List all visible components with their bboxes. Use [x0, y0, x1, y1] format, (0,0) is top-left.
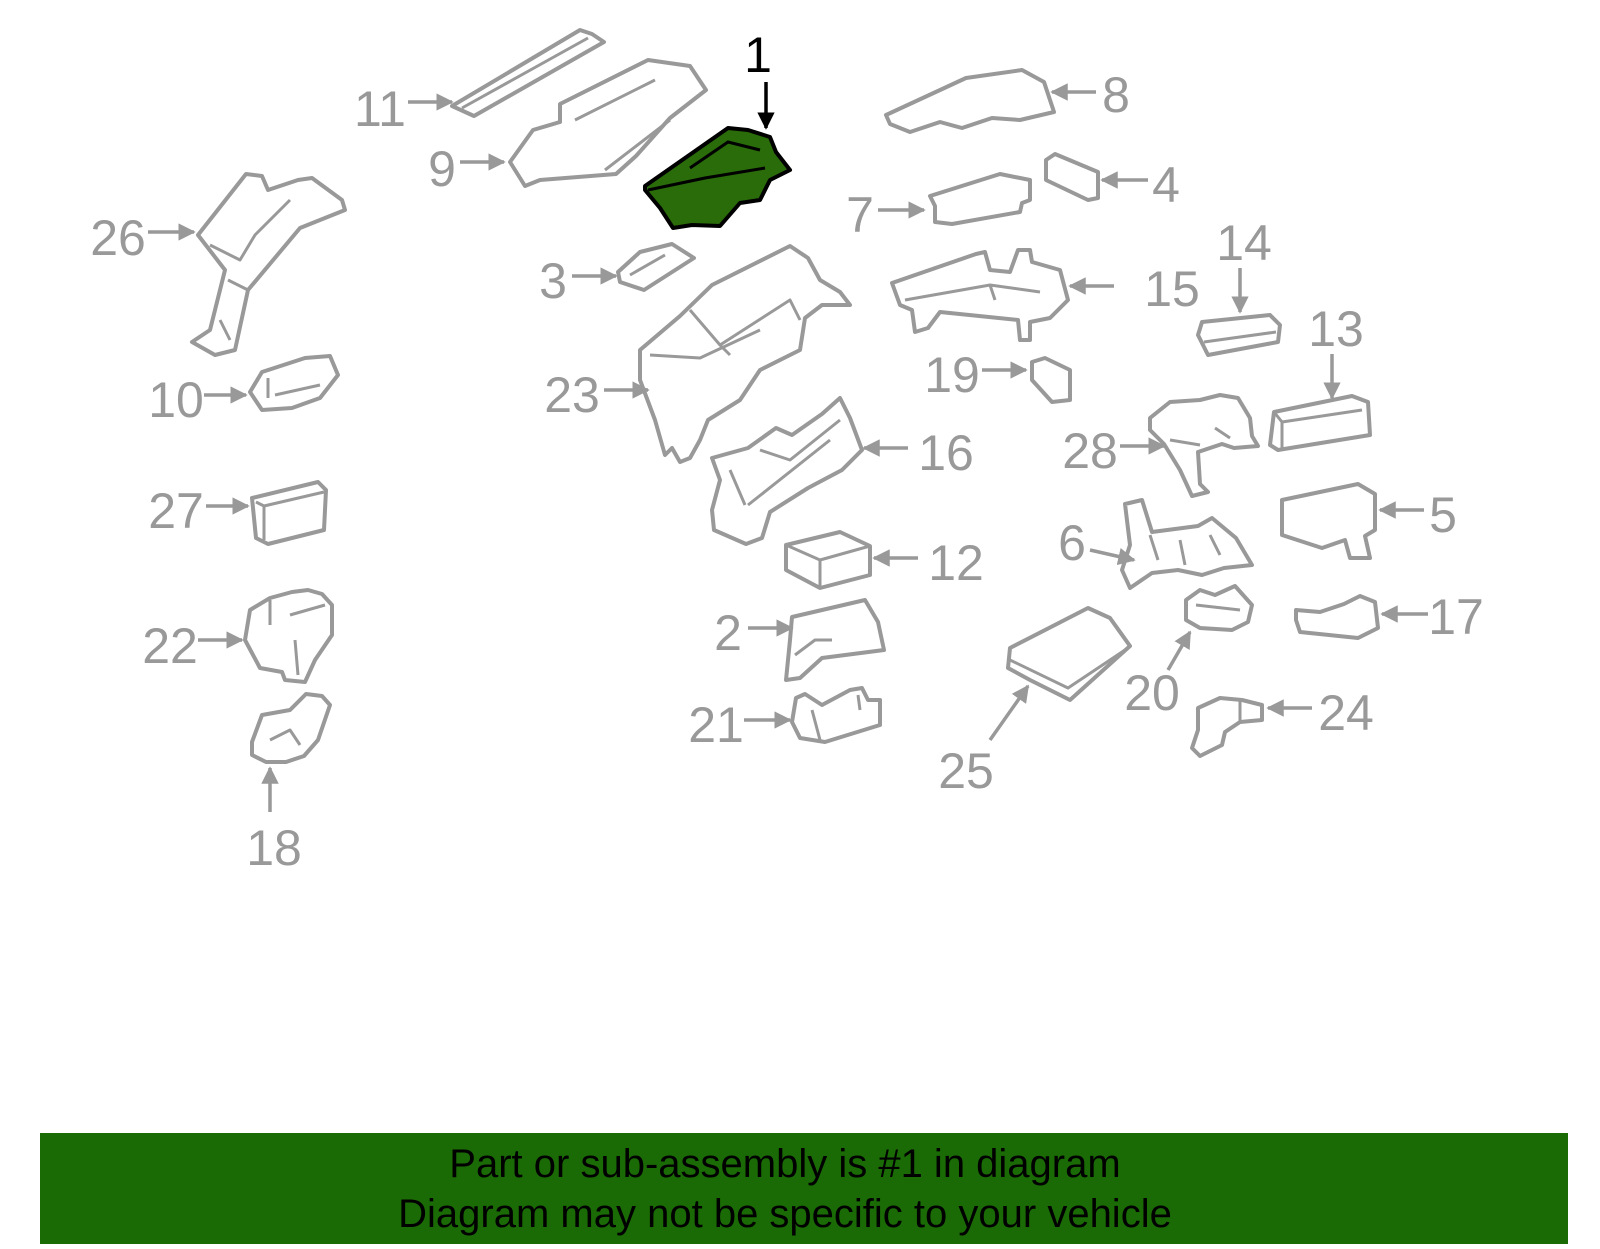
part-11[interactable]: 11 [354, 28, 606, 137]
callout-24: 24 [1318, 685, 1374, 741]
part-13[interactable]: 13 [1268, 301, 1372, 452]
part-27[interactable]: 27 [148, 480, 328, 546]
callout-6: 6 [1058, 515, 1086, 571]
callout-25: 25 [938, 743, 994, 799]
part-10[interactable]: 10 [148, 354, 340, 428]
part-15[interactable]: 15 [890, 248, 1200, 342]
part-18[interactable]: 18 [246, 692, 332, 876]
part-12[interactable]: 12 [784, 530, 984, 591]
callout-25-arrow [988, 684, 1030, 742]
banner-line-1: Part or sub-assembly is #1 in diagram [449, 1142, 1121, 1186]
callout-20: 20 [1124, 665, 1180, 721]
part-24[interactable]: 24 [1190, 685, 1374, 758]
callout-7: 7 [846, 187, 874, 243]
callout-4: 4 [1152, 157, 1180, 213]
callout-27: 27 [148, 483, 204, 539]
callout-19: 19 [924, 347, 980, 403]
callout-14: 14 [1216, 215, 1272, 271]
part-19[interactable]: 19 [924, 347, 1072, 404]
part-21[interactable]: 21 [688, 686, 882, 753]
callout-18: 18 [246, 820, 302, 876]
callout-2: 2 [714, 605, 742, 661]
callout-6-arrow [1089, 547, 1136, 566]
callout-17: 17 [1428, 589, 1484, 645]
callout-5: 5 [1429, 487, 1457, 543]
part-2[interactable]: 2 [714, 598, 886, 682]
part-20[interactable]: 20 [1124, 584, 1254, 721]
callout-20-arrow [1166, 630, 1192, 671]
callout-16: 16 [918, 425, 974, 481]
callout-22: 22 [142, 618, 198, 674]
banner-line-2: Diagram may not be specific to your vehi… [398, 1192, 1172, 1236]
part-4[interactable]: 4 [1044, 152, 1180, 213]
part-3[interactable]: 3 [539, 242, 696, 309]
part-7[interactable]: 7 [846, 172, 1032, 243]
part-14[interactable]: 14 [1196, 215, 1282, 357]
part-16[interactable]: 16 [710, 396, 974, 546]
callout-12: 12 [928, 535, 984, 591]
part-26[interactable]: 26 [90, 172, 347, 357]
part-17[interactable]: 17 [1294, 589, 1484, 645]
callout-3: 3 [539, 253, 567, 309]
part-22[interactable]: 22 [142, 588, 334, 684]
callout-10: 10 [148, 372, 204, 428]
part-6[interactable]: 6 [1058, 498, 1254, 590]
callout-1: 1 [744, 27, 772, 83]
callout-21: 21 [688, 697, 744, 753]
callout-13: 13 [1308, 301, 1364, 357]
callout-23: 23 [544, 367, 600, 423]
callout-9: 9 [428, 141, 456, 197]
callout-28: 28 [1062, 423, 1118, 479]
callout-8: 8 [1102, 67, 1130, 123]
part-28[interactable]: 28 [1062, 393, 1260, 498]
part-9[interactable]: 9 [428, 58, 708, 197]
part-1[interactable]: 1 [643, 27, 792, 230]
callout-26: 26 [90, 210, 146, 266]
info-banner: Part or sub-assembly is #1 in diagram Di… [40, 1133, 1568, 1244]
part-23[interactable]: 23 [544, 244, 852, 464]
part-5[interactable]: 5 [1280, 482, 1457, 560]
part-25[interactable]: 25 [938, 606, 1132, 799]
callout-15: 15 [1144, 261, 1200, 317]
part-8[interactable]: 8 [884, 67, 1130, 134]
callout-11: 11 [354, 81, 406, 137]
